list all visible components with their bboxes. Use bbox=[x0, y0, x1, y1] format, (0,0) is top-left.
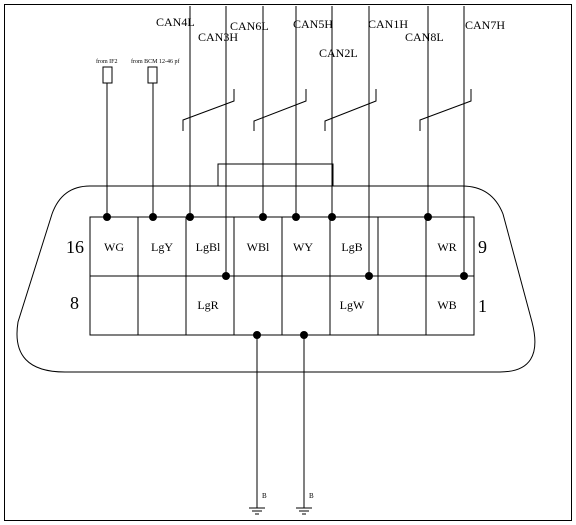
ground-label-left: B bbox=[262, 492, 267, 500]
pin-number-16: 16 bbox=[66, 237, 84, 257]
source-box-bcm bbox=[147, 66, 158, 84]
source-label-if2: from IF2 bbox=[96, 58, 118, 65]
twisted-pair-markers bbox=[182, 89, 472, 131]
ground-symbol-right bbox=[296, 507, 312, 515]
pin-cell-bottom-3: LgR bbox=[197, 298, 218, 312]
label-can7h: CAN7H bbox=[465, 18, 505, 32]
diagram-frame bbox=[4, 4, 572, 521]
ground-wires bbox=[256, 335, 305, 508]
source-label-bcm: from BCM 12-46 pf bbox=[131, 58, 180, 65]
pin-grid bbox=[89, 216, 475, 336]
pin-cell-bottom-8: WB bbox=[437, 298, 456, 312]
label-can2l: CAN2L bbox=[319, 46, 358, 60]
connector-key bbox=[217, 163, 334, 187]
connector-outline bbox=[16, 185, 536, 373]
pin-number-9: 9 bbox=[478, 237, 487, 257]
label-can8l: CAN8L bbox=[405, 30, 444, 44]
pin-number-1: 1 bbox=[478, 296, 487, 316]
signal-wires bbox=[106, 6, 465, 276]
pin-cell-top-8: WR bbox=[437, 240, 456, 254]
label-can1h: CAN1H bbox=[368, 17, 408, 31]
pin-cell-top-2: LgY bbox=[151, 240, 173, 254]
junction-dots bbox=[103, 213, 468, 339]
pin-cell-top-4: WBl bbox=[247, 240, 270, 254]
pin-cell-top-3: LgBl bbox=[196, 240, 221, 254]
label-can5h: CAN5H bbox=[293, 17, 333, 31]
label-can4l: CAN4L bbox=[156, 15, 195, 29]
label-can6l: CAN6L bbox=[230, 19, 269, 33]
pin-cell-top-1: WG bbox=[104, 240, 124, 254]
pin-cell-bottom-6: LgW bbox=[340, 298, 365, 312]
pin-cell-top-5: WY bbox=[293, 240, 313, 254]
ground-symbol-left bbox=[249, 507, 265, 515]
source-box-if2 bbox=[102, 66, 113, 84]
ground-label-right: B bbox=[309, 492, 314, 500]
pin-cell-top-6: LgB bbox=[341, 240, 362, 254]
label-can3h: CAN3H bbox=[198, 30, 238, 44]
pin-number-8: 8 bbox=[70, 293, 79, 313]
